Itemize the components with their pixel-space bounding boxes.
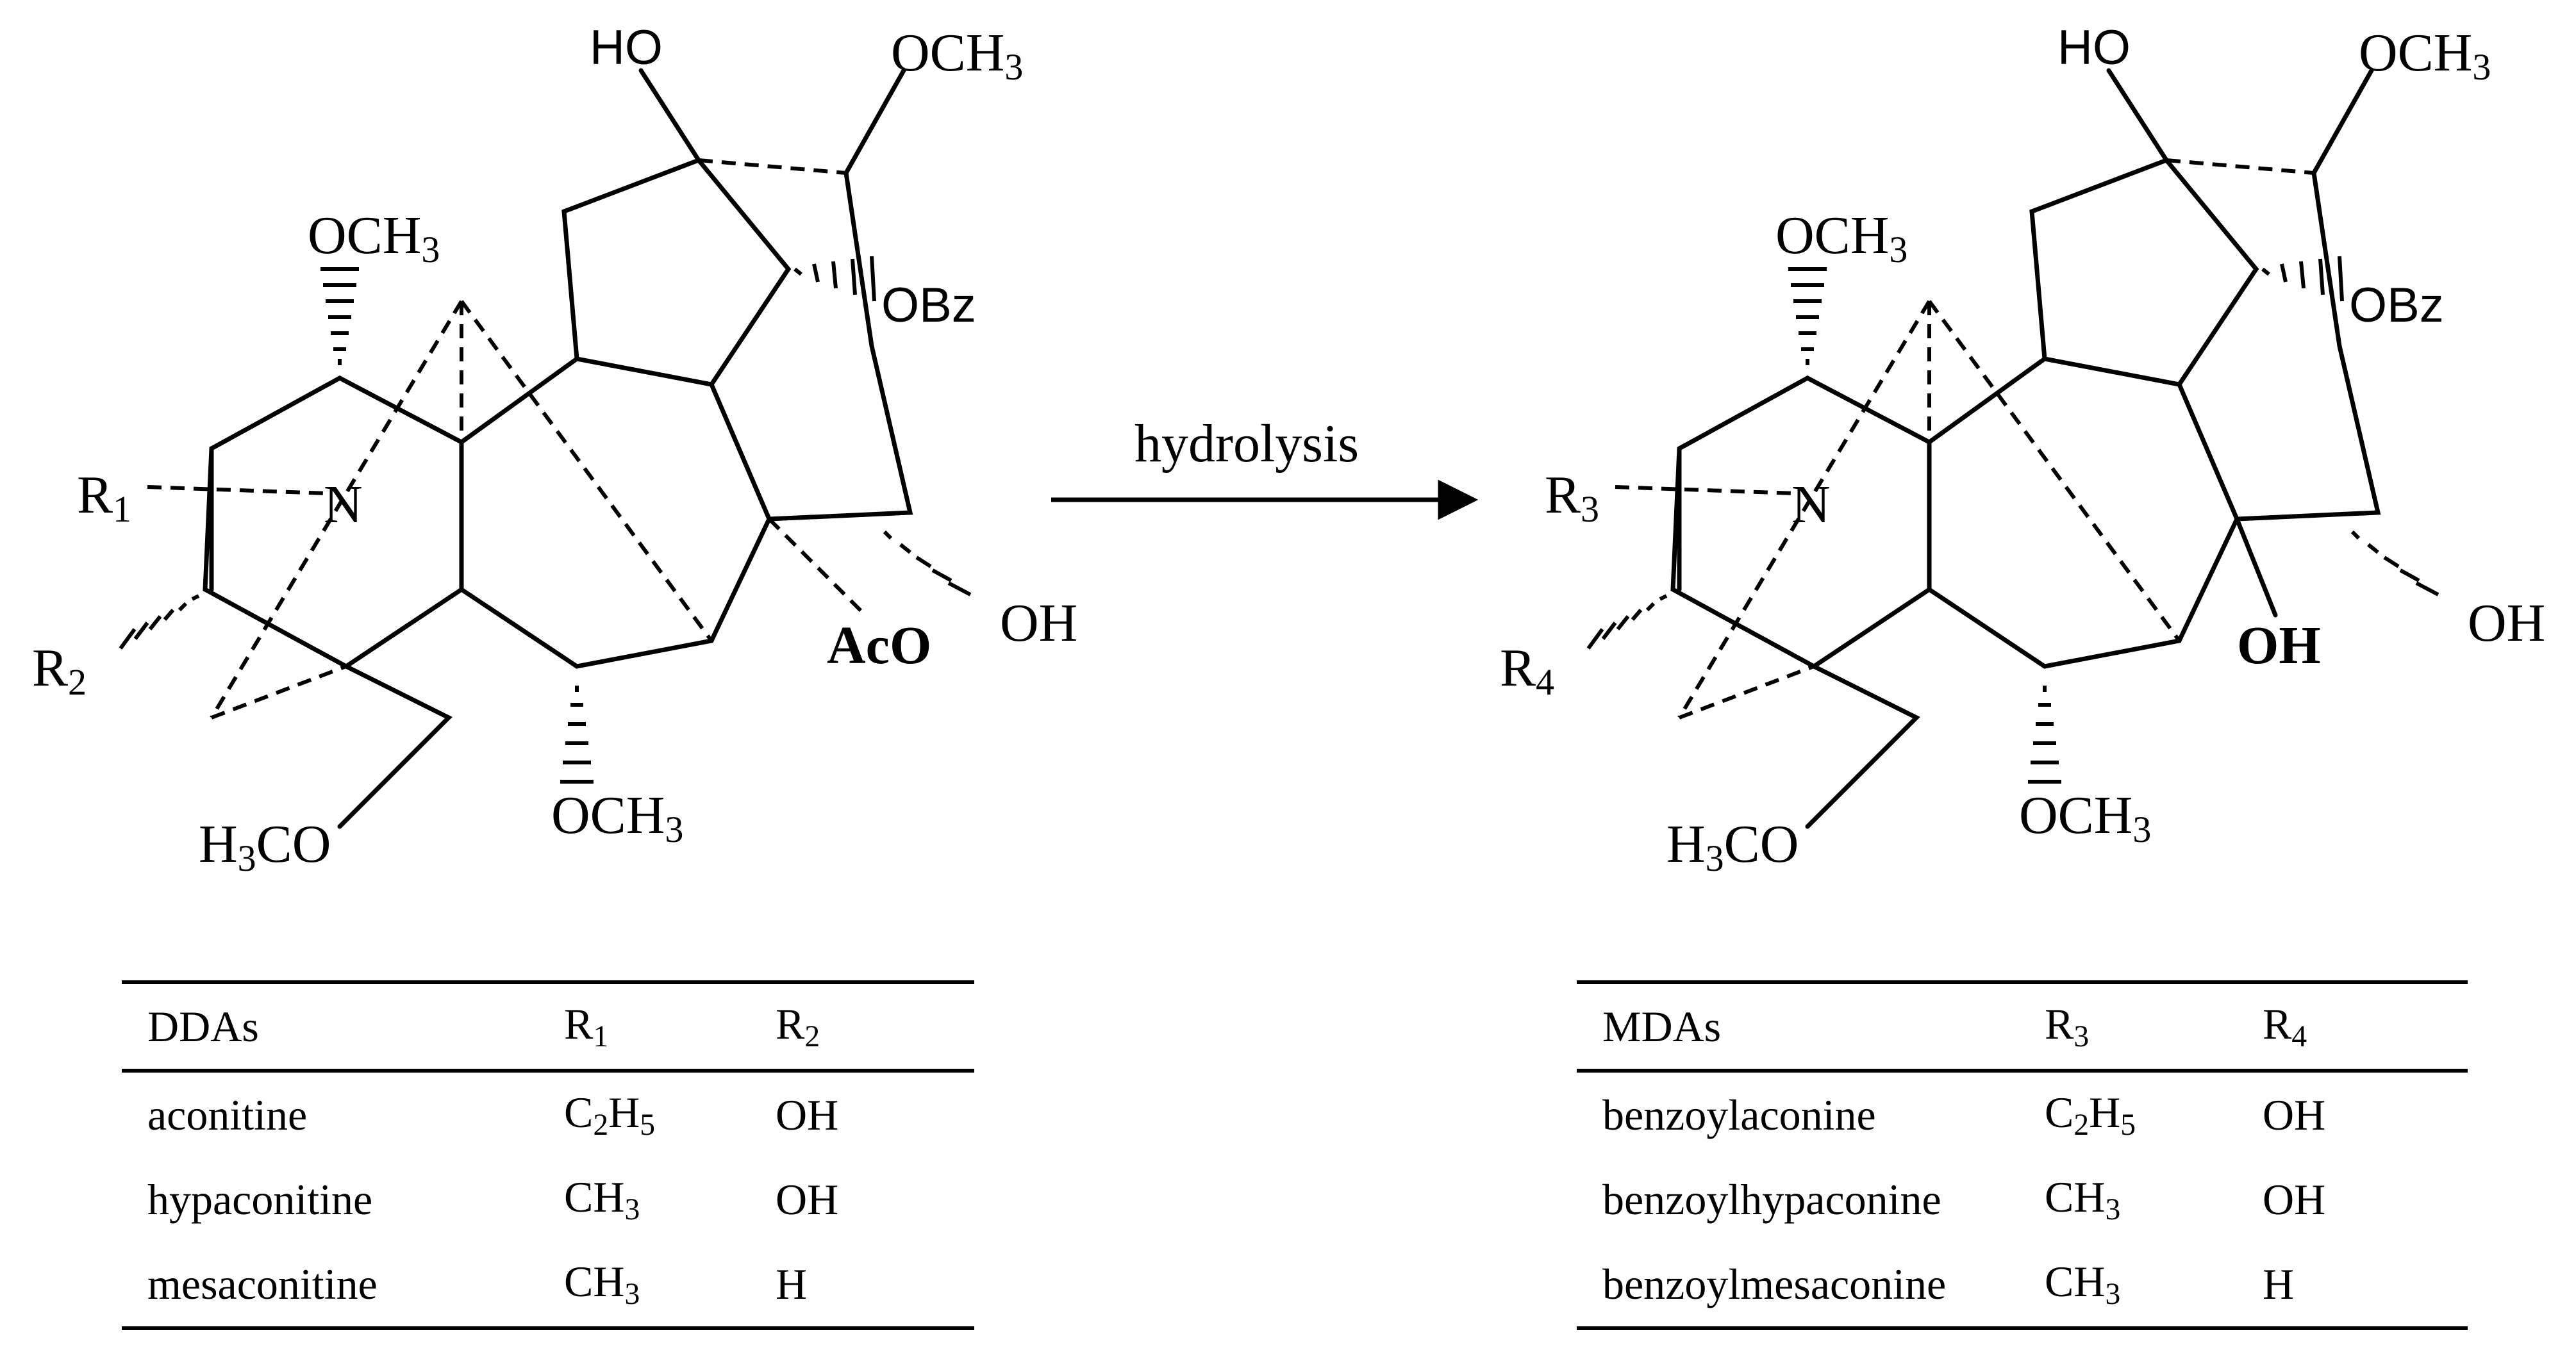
left-och3-bottom-label: OCH3: [551, 786, 683, 850]
right-oh-bold-label: OH: [2237, 616, 2321, 675]
table-row: aconitine C2H5 OH: [122, 1071, 974, 1157]
table-row: benzoylhypaconine CH3 OH: [1577, 1157, 2468, 1242]
compound-name: hypaconitine: [147, 1174, 373, 1224]
table-row: hypaconitine CH3 OH: [122, 1157, 974, 1242]
table-row: benzoylmesaconine CH3 H: [1577, 1242, 2468, 1328]
right-och3-bottom-label: OCH3: [2019, 786, 2151, 850]
left-molecule: HO OCH3 OCH3 OBz R1 N R2 OH AcO H3CO OCH…: [32, 21, 1077, 879]
header-ddas: DDAs: [147, 1001, 259, 1051]
substituent-a: CH3: [2045, 1173, 2121, 1226]
substituent-b: OH: [776, 1174, 839, 1224]
reaction-arrow: hydrolysis: [1051, 414, 1479, 520]
compound-name: benzoylmesaconine: [1602, 1259, 1947, 1308]
compound-name: aconitine: [147, 1090, 308, 1139]
substituent-b: H: [2263, 1259, 2295, 1308]
table-row: mesaconitine CH3 H: [122, 1242, 974, 1328]
table-header-row: MDAs R3 R4: [1577, 982, 2468, 1071]
substituent-b: OH: [2263, 1090, 2326, 1139]
left-och3-top-label: OCH3: [891, 23, 1023, 88]
right-r4-label: R4: [1500, 638, 1554, 703]
substituent-b: OH: [776, 1090, 839, 1139]
left-h3co-label: H3CO: [199, 814, 331, 879]
left-obz-label: OBz: [881, 278, 976, 333]
left-n-label: N: [324, 475, 363, 534]
compound-name: mesaconitine: [147, 1259, 378, 1308]
header-mdas: MDAs: [1602, 1001, 1722, 1051]
header-r2: R2: [776, 1000, 820, 1053]
compound-name: benzoylhypaconine: [1602, 1174, 1941, 1224]
left-r2-label: R2: [32, 638, 87, 703]
ddas-table: DDAs R1 R2 aconitine C2H5 OH hypaconitin…: [122, 980, 974, 1330]
compound-name: benzoylaconine: [1602, 1090, 1876, 1139]
left-oh-label: OH: [1000, 593, 1077, 653]
left-och3-ring-label: OCH3: [308, 206, 440, 270]
right-r3-label: R3: [1545, 465, 1599, 530]
table-header-row: DDAs R1 R2: [122, 982, 974, 1071]
substituent-a: C2H5: [564, 1088, 656, 1142]
substituent-a: CH3: [2045, 1257, 2121, 1311]
substituent-a: C2H5: [2045, 1088, 2136, 1142]
mdas-table: MDAs R3 R4 benzoylaconine C2H5 OH benzoy…: [1577, 980, 2468, 1330]
header-r3: R3: [2045, 1000, 2090, 1053]
substituent-a: CH3: [564, 1173, 640, 1226]
table-row: benzoylaconine C2H5 OH: [1577, 1071, 2468, 1157]
right-och3-ring-label: OCH3: [1775, 206, 1907, 270]
right-h3co-label: H3CO: [1666, 814, 1799, 879]
right-ho-label: HO: [2057, 21, 2131, 75]
left-r1-label: R1: [77, 465, 131, 530]
right-och3-top-label: OCH3: [2359, 23, 2491, 88]
left-aco-label: AcO: [827, 616, 931, 675]
right-oh-label: OH: [2468, 593, 2545, 653]
header-r4: R4: [2263, 1000, 2307, 1053]
right-molecule: HO OCH3 OCH3 OBz R3 N R4 OH OH H3CO OCH3: [1500, 21, 2545, 879]
left-ho-label: HO: [590, 21, 663, 75]
right-n-label: N: [1791, 475, 1831, 534]
right-obz-label: OBz: [2349, 278, 2444, 333]
header-r1: R1: [564, 1000, 609, 1053]
substituent-a: CH3: [564, 1257, 640, 1311]
arrow-label: hydrolysis: [1134, 414, 1359, 474]
substituent-b: H: [776, 1259, 808, 1308]
substituent-b: OH: [2263, 1174, 2326, 1224]
